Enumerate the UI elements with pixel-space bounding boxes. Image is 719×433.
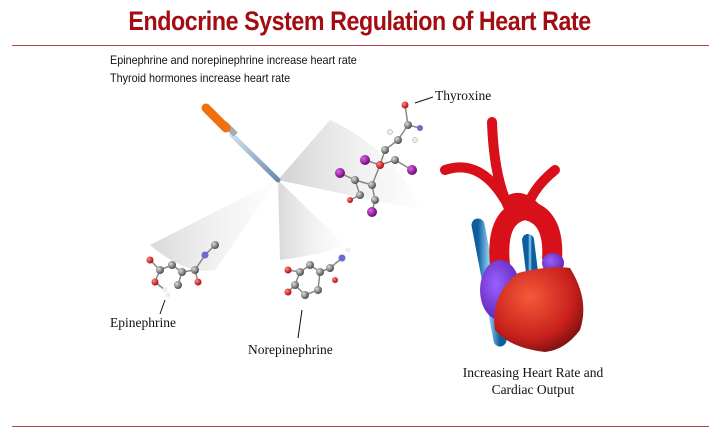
subtitle-line-2: Thyroid hormones increase heart rate (110, 71, 291, 85)
heart-caption-line-2: Cardiac Output (491, 382, 575, 397)
heart-caption-line-1: Increasing Heart Rate and (462, 365, 604, 380)
norepinephrine-label: Norepinephrine (248, 342, 333, 357)
heart-illustration (440, 117, 584, 352)
dropper-icon (201, 103, 281, 183)
title-divider (12, 45, 709, 46)
thyroxine-label: Thyroxine (435, 88, 492, 103)
epinephrine-label: Epinephrine (110, 315, 176, 330)
bottom-divider (12, 426, 709, 427)
page-title: Endocrine System Regulation of Heart Rat… (128, 6, 591, 36)
release-beams (150, 120, 420, 271)
subtitle-line-1: Epinephrine and norepinephrine increase … (110, 53, 357, 67)
epinephrine-molecule (146, 241, 219, 298)
thyroxine-molecule (335, 101, 423, 217)
norepinephrine-molecule (284, 247, 351, 299)
